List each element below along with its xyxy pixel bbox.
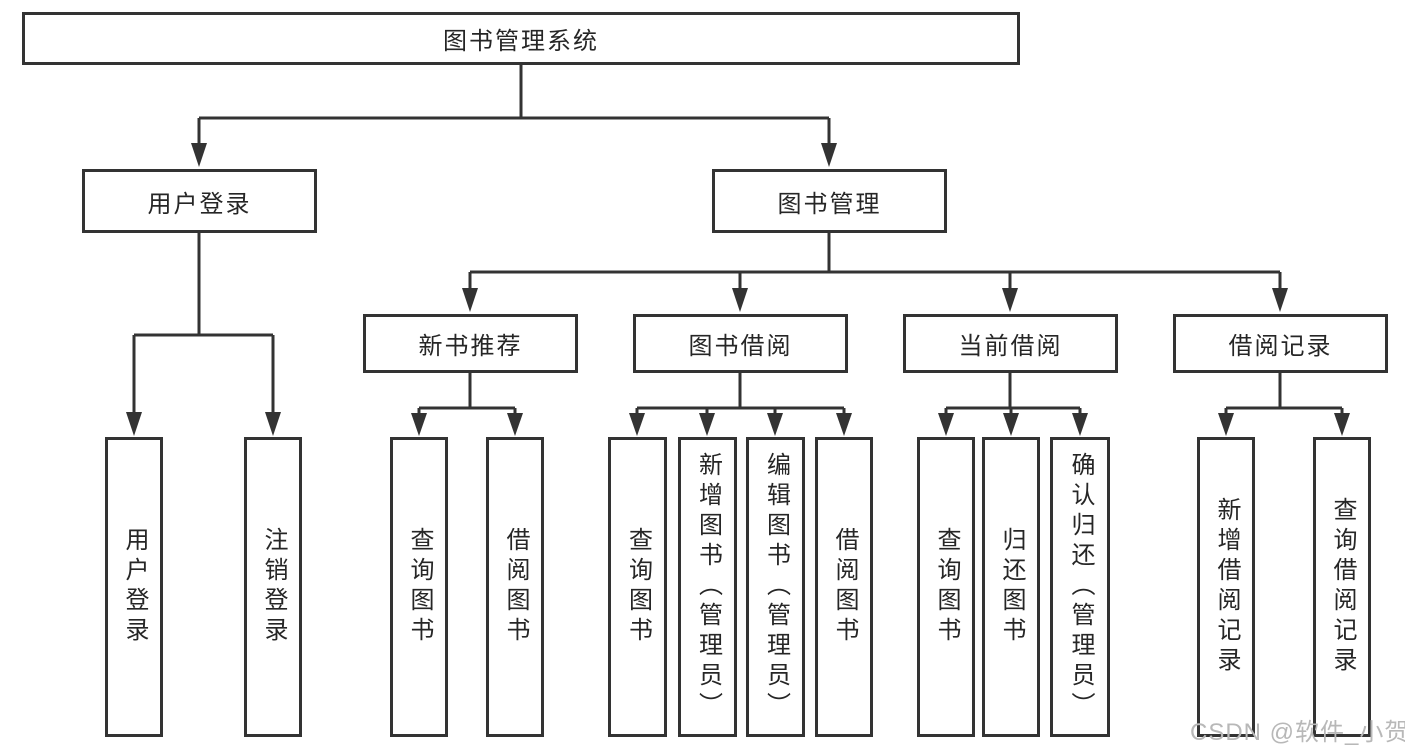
csdn-watermark: CSDN @软件_小贺同学 [1190, 719, 1405, 746]
leaf-query-books-2: 查询图书 [608, 437, 667, 737]
arrowhead-down-icon [821, 143, 837, 167]
node-book-management-label: 图书管理 [777, 190, 882, 218]
connector-user-login-to-leaves [126, 233, 281, 436]
leaf-query-books-1-label: 查询图书 [406, 527, 433, 647]
node-new-book-recommendation-label: 新书推荐 [418, 333, 523, 360]
arrowhead-down-icon [1272, 288, 1288, 312]
leaf-edit-book-admin-label: 编辑图书（管理员） [762, 452, 790, 722]
leaf-add-book-admin: 新增图书（管理员） [678, 437, 737, 737]
connector-book-borrowing-to-leaves [629, 373, 852, 436]
leaf-query-books-3-label: 查询图书 [933, 527, 960, 647]
node-library-management-system-label: 图书管理系统 [443, 28, 599, 55]
node-borrowing-records: 借阅记录 [1173, 314, 1388, 373]
leaf-return-books-label: 归还图书 [998, 527, 1025, 647]
leaf-query-books-1: 查询图书 [390, 437, 448, 737]
leaf-confirm-return-admin-label: 确认归还（管理员） [1067, 452, 1094, 722]
node-current-borrowing-label: 当前借阅 [958, 333, 1063, 360]
connector-new-book-recommendation-to-leaves [411, 373, 523, 436]
leaf-confirm-return-admin: 确认归还（管理员） [1050, 437, 1110, 737]
leaf-borrow-books-2-label: 借阅图书 [831, 527, 858, 647]
arrowhead-down-icon [767, 413, 783, 436]
arrowhead-down-icon [265, 412, 281, 436]
leaf-add-borrow-record-label: 新增借阅记录 [1213, 497, 1240, 677]
leaf-borrow-books-2: 借阅图书 [815, 437, 873, 737]
node-borrowing-records-label: 借阅记录 [1228, 333, 1333, 360]
leaf-return-books: 归还图书 [982, 437, 1040, 737]
arrowhead-down-icon [1003, 413, 1019, 436]
arrowhead-down-icon [1218, 413, 1234, 436]
leaf-query-books-3: 查询图书 [917, 437, 975, 737]
node-book-borrowing-label: 图书借阅 [688, 333, 793, 360]
node-user-login: 用户登录 [82, 169, 317, 233]
leaf-logout-label: 注销登录 [260, 527, 287, 647]
leaf-borrow-books-1: 借阅图书 [486, 437, 544, 737]
node-user-login-label: 用户登录 [147, 190, 252, 218]
arrowhead-down-icon [462, 288, 478, 312]
leaf-edit-book-admin: 编辑图书（管理员） [746, 437, 805, 737]
leaf-user-login: 用户登录 [105, 437, 163, 737]
connector-book-management-to-level3 [462, 233, 1288, 312]
node-new-book-recommendation: 新书推荐 [363, 314, 578, 373]
node-book-management: 图书管理 [712, 169, 947, 233]
connector-current-borrowing-to-leaves [938, 373, 1088, 436]
leaf-borrow-books-1-label: 借阅图书 [502, 527, 529, 647]
arrowhead-down-icon [1002, 288, 1018, 312]
arrowhead-down-icon [507, 413, 523, 436]
leaf-query-books-2-label: 查询图书 [624, 527, 652, 647]
leaf-add-book-admin-label: 新增图书（管理员） [694, 452, 722, 722]
connector-borrowing-records-to-leaves [1218, 373, 1350, 436]
arrowhead-down-icon [411, 413, 427, 436]
leaf-user-login-label: 用户登录 [121, 527, 148, 647]
node-current-borrowing: 当前借阅 [903, 314, 1118, 373]
arrowhead-down-icon [699, 413, 715, 436]
node-book-borrowing: 图书借阅 [633, 314, 848, 373]
leaf-add-borrow-record: 新增借阅记录 [1197, 437, 1255, 737]
leaf-query-borrow-record-label: 查询借阅记录 [1329, 497, 1356, 677]
arrowhead-down-icon [836, 413, 852, 436]
leaf-query-borrow-record: 查询借阅记录 [1313, 437, 1371, 737]
leaf-logout: 注销登录 [244, 437, 302, 737]
arrowhead-down-icon [126, 412, 142, 436]
node-library-management-system: 图书管理系统 [22, 12, 1020, 65]
arrowhead-down-icon [191, 143, 207, 167]
connector-root-to-level2 [191, 65, 837, 167]
arrowhead-down-icon [629, 413, 645, 436]
arrowhead-down-icon [1334, 413, 1350, 436]
arrowhead-down-icon [732, 288, 748, 312]
arrowhead-down-icon [938, 413, 954, 436]
arrowhead-down-icon [1072, 413, 1088, 436]
